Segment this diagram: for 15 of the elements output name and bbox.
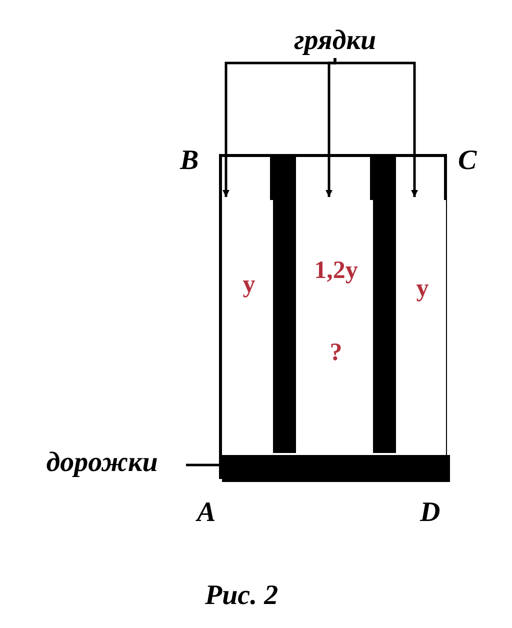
annotation-label: дорожки (45, 446, 159, 480)
corner-label: B (180, 145, 199, 177)
walkway-bar (222, 455, 450, 482)
bed-label: 1,2y (313, 256, 359, 286)
corner-label: C (458, 145, 477, 177)
annotation-label: грядки (292, 24, 378, 58)
plot-outline (219, 154, 447, 479)
bed-label: ? (328, 338, 344, 368)
figure-caption: Рис. 2 (205, 580, 278, 612)
leader-line (186, 464, 219, 466)
bed-label: y (242, 270, 256, 300)
arrow (334, 58, 418, 197)
corner-label: A (197, 497, 216, 529)
corner-label: D (420, 497, 440, 529)
bed-label: y (415, 274, 430, 304)
